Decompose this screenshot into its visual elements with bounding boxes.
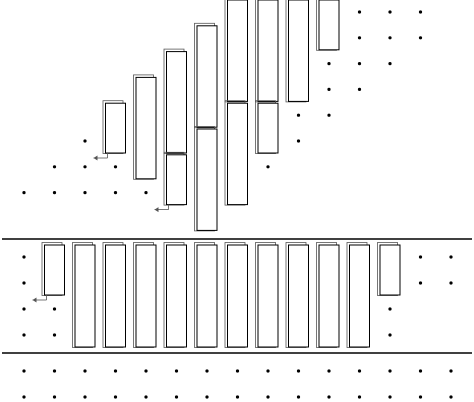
upper-box: [227, 0, 248, 102]
lower-box: [257, 102, 279, 154]
lattice-dot: [296, 369, 301, 373]
lower-box: [227, 102, 248, 206]
lattice-dot: [449, 395, 453, 399]
lattice-dot: [357, 369, 362, 373]
lattice-dot: [22, 307, 26, 311]
arrows: [32, 153, 169, 303]
lattice-dot: [418, 369, 423, 373]
band-box: [166, 244, 187, 348]
lattice-dot: [327, 369, 331, 373]
lattice-dot: [22, 281, 26, 285]
lattice-dot: [418, 255, 423, 259]
lattice-dot: [296, 113, 301, 117]
lattice-dot: [52, 395, 57, 399]
lattice-dot: [83, 369, 87, 373]
lattice-dot: [388, 333, 392, 337]
lattice-dot: [22, 369, 26, 373]
band-box: [196, 244, 218, 348]
band-box: [74, 244, 96, 348]
band-box: [379, 244, 401, 296]
lattice-dot: [52, 333, 57, 337]
grouping-boxes: [41, 0, 401, 348]
lattice-dot: [174, 369, 179, 373]
lattice-dot: [418, 281, 423, 285]
lattice-dot: [266, 395, 270, 399]
lattice-dot: [357, 395, 362, 399]
lower-box-arrow-head: [154, 207, 159, 213]
lattice-dot: [83, 139, 87, 143]
lattice-dot: [52, 165, 57, 169]
upper-box: [288, 0, 309, 102]
lattice-dot: [449, 369, 453, 373]
upper-box: [135, 76, 157, 180]
lattice-dot: [22, 333, 26, 337]
lattice-dot: [52, 369, 57, 373]
band-box: [257, 244, 279, 348]
lattice-dot: [83, 191, 87, 195]
lattice-dot: [22, 395, 26, 399]
band-box: [105, 244, 126, 348]
lattice-dot: [266, 165, 270, 169]
upper-box: [196, 25, 218, 128]
lower-box: [196, 128, 218, 231]
lattice-dot: [22, 191, 26, 195]
lower-box: [166, 154, 187, 206]
band-box: [44, 244, 65, 296]
lattice-dot: [83, 395, 87, 399]
lattice-dot: [113, 191, 118, 195]
lattice-dot: [205, 395, 209, 399]
band-box: [135, 244, 157, 348]
lattice-dot: [388, 10, 392, 14]
lattice-dot: [327, 87, 331, 91]
lattice-dot: [327, 62, 331, 66]
lattice-dot: [357, 87, 362, 91]
lattice-dot: [388, 62, 392, 66]
lattice-dot: [113, 395, 118, 399]
lattice-dot: [388, 369, 392, 373]
upper-box: [166, 51, 187, 154]
lattice-dot: [357, 36, 362, 40]
lattice-dot: [327, 113, 331, 117]
lattice-dot: [296, 395, 301, 399]
band-box: [288, 244, 309, 348]
lattice-dot: [449, 281, 453, 285]
lattice-dot: [327, 395, 331, 399]
lattice-dot: [357, 62, 362, 66]
lattice-dot: [52, 307, 57, 311]
lattice-dot: [113, 165, 118, 169]
lattice-dot: [144, 395, 148, 399]
upper-box-arrow-head: [93, 155, 98, 161]
upper-box: [257, 0, 279, 102]
band-box: [227, 244, 248, 348]
lattice-dot: [388, 307, 392, 311]
lattice-dot: [22, 255, 26, 259]
lattice-dot: [388, 395, 392, 399]
band-box: [318, 244, 340, 348]
lattice-dot: [205, 369, 209, 373]
band-box-arrow-head: [32, 297, 37, 303]
lattice-dot: [296, 139, 301, 143]
lattice-dot: [418, 36, 423, 40]
lattice-dot: [418, 395, 423, 399]
upper-box: [105, 102, 126, 154]
lattice-dot: [144, 191, 148, 195]
lattice-dot: [174, 395, 179, 399]
separator-lines: [2, 238, 472, 354]
lattice-dot: [83, 165, 87, 169]
lattice-dot: [388, 36, 392, 40]
lattice-dot: [113, 369, 118, 373]
lattice-dot: [52, 191, 57, 195]
band-box: [349, 244, 370, 348]
lattice-dot: [235, 369, 240, 373]
lattice-dot: [357, 10, 362, 14]
lattice-dot: [144, 369, 148, 373]
lattice-dot: [266, 369, 270, 373]
upper-box: [318, 0, 340, 51]
lattice-dot: [449, 255, 453, 259]
lattice-dot: [418, 10, 423, 14]
lattice-dot: [235, 395, 240, 399]
